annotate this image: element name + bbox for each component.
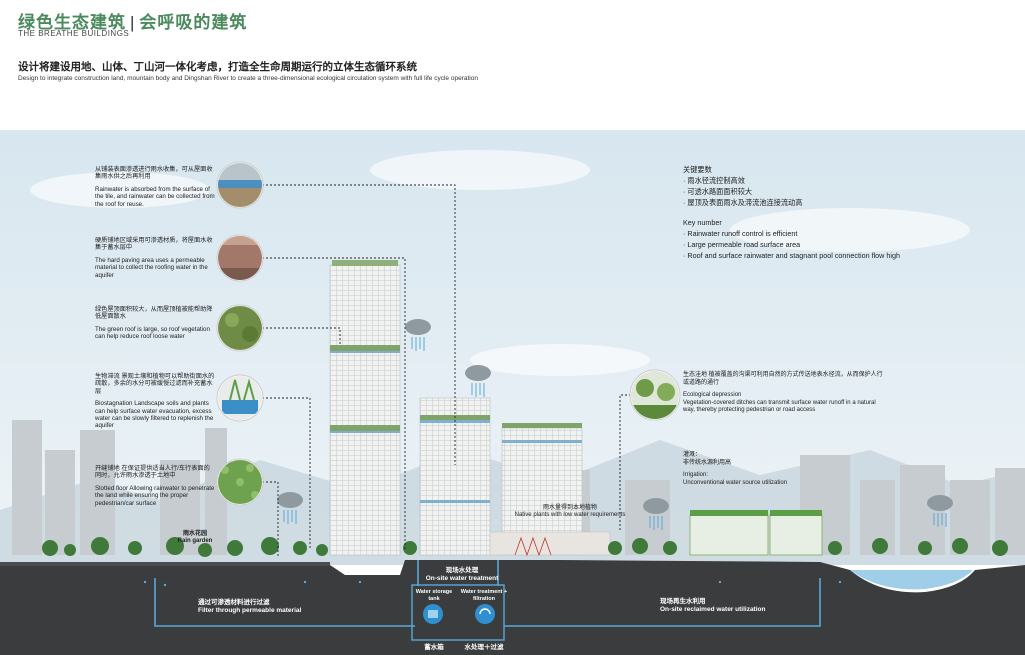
irrigation-en: Unconventional water source utilization — [683, 479, 788, 486]
title-cn-1: 绿色生态建筑 — [18, 13, 126, 32]
eco-section-diagram — [0, 130, 1025, 655]
trees — [42, 537, 1008, 557]
page-title: 绿色生态建筑|会呼吸的建筑 — [18, 8, 247, 33]
treatment-recycle-icon — [475, 604, 495, 624]
irrigation-cn: 非传统水源利用高 — [683, 459, 732, 466]
key-number-item-en: · Rainwater runoff control is efficient — [683, 229, 798, 238]
native-plants-label: 雨水量得到本地植物 Native plants with low water r… — [514, 505, 626, 518]
key-number-item-en: · Large permeable road surface area — [683, 240, 801, 249]
eco-depression-block: 生态洼地 植被覆盖的沟渠可利用自然的方式传送地表水径流，从而保护人行或道路的通行… — [683, 372, 883, 415]
annotation-hard-paving: 硬质铺地区域采用可渗透材质，将屋面水收集于蓄水层中 The hard pavin… — [95, 237, 213, 279]
treatment-cn-label: 水处理＋过滤 — [464, 644, 504, 651]
ground — [0, 560, 1025, 655]
eco-depression-cn: 生态洼地 植被覆盖的沟渠可利用自然的方式传送地表水径流，从而保护人行或道路的通行 — [683, 372, 883, 386]
key-number-item-cn: · 雨水径流控制高效 — [683, 176, 745, 185]
water-pipes — [154, 560, 821, 627]
tower-tall — [329, 260, 401, 556]
irrigation-title-en: Irrigation: — [683, 472, 709, 478]
annotation-circles — [216, 161, 681, 506]
irrigation-block: 灌溉： 非传统水源利用高 Irrigation: Unconventional … — [683, 452, 843, 487]
river — [850, 570, 973, 590]
heading-cn: 设计将建设用地、山体、丁山河一体化考虑，打造全生命周期运行的立体生态循环系统 — [18, 61, 417, 73]
clouds — [30, 150, 970, 376]
annotation-biostagnation: 生物滞流 景观土壤和植物可以帮助街面水的疏散，多余的水分可被缓慢过滤而补充蓄水层… — [95, 373, 215, 430]
eco-depression-title-en: Ecological depression — [683, 392, 742, 398]
heading-en: Design to integrate construction land, m… — [18, 75, 478, 82]
water-drops — [143, 580, 842, 587]
annotation-rainwater-absorb: 从铺装表面渗透进行雨水收集，可从屋面收集雨水供之后再利用 Rainwater i… — [95, 166, 215, 208]
key-number-title-cn: 关键要数 — [683, 165, 712, 174]
reclaimed-label: 现场再生水利用 On-site reclaimed water utilizat… — [660, 598, 766, 613]
distant-buildings — [12, 420, 1025, 555]
storage-tank-label: Water storage tank — [415, 589, 453, 602]
key-number-title-en: Key number — [683, 218, 722, 227]
treatment-label: Water treatment + filtration — [460, 589, 508, 602]
title-cn-2: 会呼吸的建筑 — [139, 13, 248, 32]
storage-tank-cn-label: 蓄水箱 — [424, 644, 444, 651]
ground-top-line — [0, 562, 330, 566]
green-building — [689, 510, 823, 556]
treatment-box — [411, 584, 505, 641]
annotation-slotted-floor: 开缝铺地 在保证提供适当人行/车行表面的同时，允许雨水渗透于土地中 Slotte… — [95, 465, 215, 507]
filter-label: 通过可渗透材料进行过滤 Filter through permeable mat… — [198, 599, 302, 614]
key-number-item-cn: · 屋顶及表面雨水及滞流池连接流动高 — [683, 198, 803, 207]
onsite-treatment-label: 现场水处理 On-site water treatment — [425, 567, 499, 582]
annotation-green-roof: 绿色屋顶面积较大，从而屋顶植被能帮助降低屋面散水 The green roof … — [95, 306, 213, 341]
rain-garden-label: 雨水花园 Rain garden — [177, 531, 213, 544]
podium-facade — [514, 536, 552, 557]
annotation-connectors — [262, 184, 631, 558]
rain-cloud-icons — [277, 319, 953, 530]
eco-depression-en: Vegetation-covered ditches can transmit … — [683, 399, 876, 414]
key-number-block: 关键要数 · 雨水径流控制高效 · 可透水路面面积较大 · 屋顶及表面雨水及滞流… — [683, 164, 913, 261]
title-separator: | — [130, 13, 136, 32]
irrigation-cn-title: 灌溉： — [683, 452, 702, 458]
key-number-item-cn: · 可透水路面面积较大 — [683, 187, 753, 196]
page-subtitle: THE BREATHE BUILDINGS — [18, 29, 130, 38]
key-number-item-en: · Roof and surface rainwater and stagnan… — [683, 251, 900, 260]
